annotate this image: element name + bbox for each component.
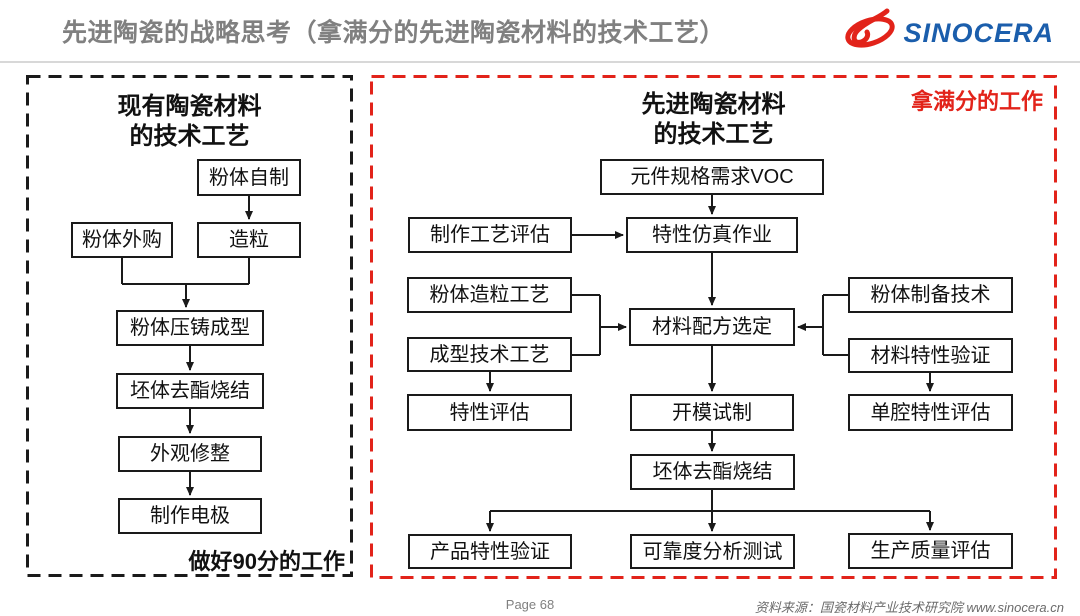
node-single-cavity-evaluation: 单腔特性评估	[848, 394, 1013, 431]
full-score-label: 拿满分的工作	[910, 89, 1043, 114]
node-appearance-trimming: 外观修整	[118, 436, 262, 472]
node-product-property-verification: 产品特性验证	[408, 534, 572, 569]
node-powder-outsourced: 粉体外购	[71, 222, 173, 258]
node-mold-trial-production: 开模试制	[630, 394, 794, 431]
left-panel-title-line2: 的技术工艺	[129, 123, 250, 150]
page-title: 先进陶瓷的战略思考（拿满分的先进陶瓷材料的技术工艺）	[62, 19, 726, 47]
logo-text: SINOCERA	[903, 18, 1054, 48]
node-characteristic-simulation: 特性仿真作业	[626, 217, 798, 253]
node-component-spec-voc: 元件规格需求VOC	[600, 159, 824, 195]
node-powder-self-made: 粉体自制	[197, 159, 301, 196]
node-characteristic-evaluation: 特性评估	[407, 394, 572, 431]
source-note: 资料来源：国瓷材料产业技术研究院 www.sinocera.cn	[754, 600, 1064, 615]
logo: SINOCERA	[843, 8, 1054, 59]
right-panel-title-line2: 的技术工艺	[653, 121, 774, 148]
node-debinding-sintering-advanced: 坯体去酯烧结	[630, 454, 795, 490]
node-material-formula-selection: 材料配方选定	[629, 308, 795, 346]
left-panel-title-line1: 现有陶瓷材料	[117, 93, 262, 120]
node-debinding-sintering: 坯体去酯烧结	[116, 373, 264, 409]
node-material-property-verification: 材料特性验证	[848, 338, 1013, 373]
node-forming-technology: 成型技术工艺	[407, 337, 572, 372]
advanced-process-panel: 先进陶瓷材料 的技术工艺 拿满分的工作	[370, 75, 1057, 579]
page-number: Page 68	[505, 597, 555, 612]
node-production-quality-evaluation: 生产质量评估	[848, 533, 1013, 569]
node-powder-preparation-technology: 粉体制备技术	[848, 277, 1013, 313]
score-90-label: 做好90分的工作	[188, 549, 345, 574]
node-powder-press-forming: 粉体压铸成型	[116, 310, 264, 346]
node-powder-granulation-process: 粉体造粒工艺	[407, 277, 572, 313]
node-process-evaluation: 制作工艺评估	[408, 217, 572, 253]
left-panel-title: 现有陶瓷材料 的技术工艺	[26, 92, 353, 152]
sinocera-swoosh-icon	[843, 8, 897, 59]
node-granulation: 造粒	[197, 222, 301, 258]
node-electrode-fabrication: 制作电极	[118, 498, 262, 534]
header-divider	[0, 61, 1080, 63]
right-panel-title: 先进陶瓷材料 的技术工艺	[370, 90, 1057, 150]
right-panel-title-line1: 先进陶瓷材料	[641, 91, 786, 118]
node-reliability-analysis-testing: 可靠度分析测试	[630, 534, 795, 569]
existing-process-panel: 现有陶瓷材料 的技术工艺 做好90分的工作	[26, 75, 353, 577]
